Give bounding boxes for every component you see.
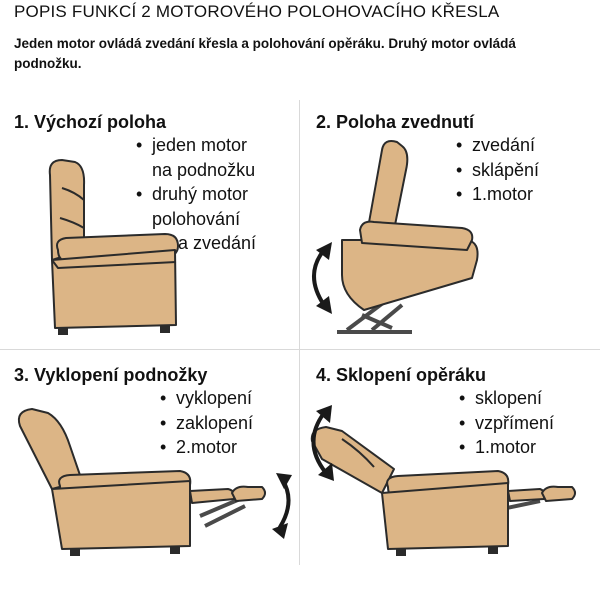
chair-foot: [160, 326, 170, 333]
chair-footrest-illustration: [17, 408, 292, 556]
chair-default-illustration: [48, 159, 179, 335]
grid-divider-horizontal: [0, 349, 600, 350]
feature-item: a zvedání: [178, 233, 257, 253]
feature-list: zvedání sklápění 1.motor: [456, 133, 539, 207]
feature-item: zaklopení: [160, 411, 253, 436]
panel-default-position: 1. Výchozí poloha jeden motor na podnožk…: [0, 100, 296, 345]
page-subtitle: Jeden motor ovládá zvedání křesla a polo…: [14, 36, 516, 71]
panel-title: 2. Poloha zvednutí: [316, 112, 475, 132]
panel-footrest-extended: 3. Vyklopení podnožky vyklopení zaklopen…: [0, 351, 296, 596]
panel-title: 4. Sklopení opěráku: [316, 365, 487, 385]
panel-backrest-reclined: 4. Sklopení opěráku sklopení vzpřímení 1…: [302, 351, 598, 596]
feature-item: na podnožku: [152, 159, 256, 180]
chair-foot: [58, 328, 68, 335]
feature-item: sklopení: [459, 386, 554, 411]
feature-item: 2.motor: [160, 435, 253, 460]
chair-foot: [170, 547, 180, 554]
chair-foot: [396, 549, 406, 556]
feature-item: sklápění: [456, 158, 539, 183]
feature-item: vzpřímení: [459, 411, 554, 436]
panel-title: 1. Výchozí poloha: [14, 112, 167, 132]
feature-list: sklopení vzpřímení 1.motor: [459, 386, 554, 460]
feature-item: polohování: [152, 208, 241, 229]
panel-lift-position: 2. Poloha zvednutí zvedání sklápění 1.mo…: [302, 100, 598, 345]
feature-item: druhý motor: [136, 182, 256, 207]
feature-item: zvedání: [456, 133, 539, 158]
page-title: POPIS FUNKCÍ 2 MOTOROVÉHO POLOHOVACÍHO K…: [14, 2, 500, 21]
chair-foot: [70, 549, 80, 556]
feature-list: jeden motor na podnožku druhý motor polo…: [136, 133, 256, 256]
chair-foot: [488, 547, 498, 554]
chair-reclined-illustration: [310, 405, 576, 556]
feature-item: vyklopení: [160, 386, 253, 411]
feature-item: 1.motor: [456, 182, 539, 207]
panel-title: 3. Vyklopení podnožky: [14, 365, 208, 385]
feature-item: jeden motor: [136, 133, 256, 158]
grid-divider-vertical: [299, 100, 300, 565]
chair-lift-illustration: [312, 140, 479, 334]
feature-list: vyklopení zaklopení 2.motor: [160, 386, 253, 460]
feature-item: 1.motor: [459, 435, 554, 460]
